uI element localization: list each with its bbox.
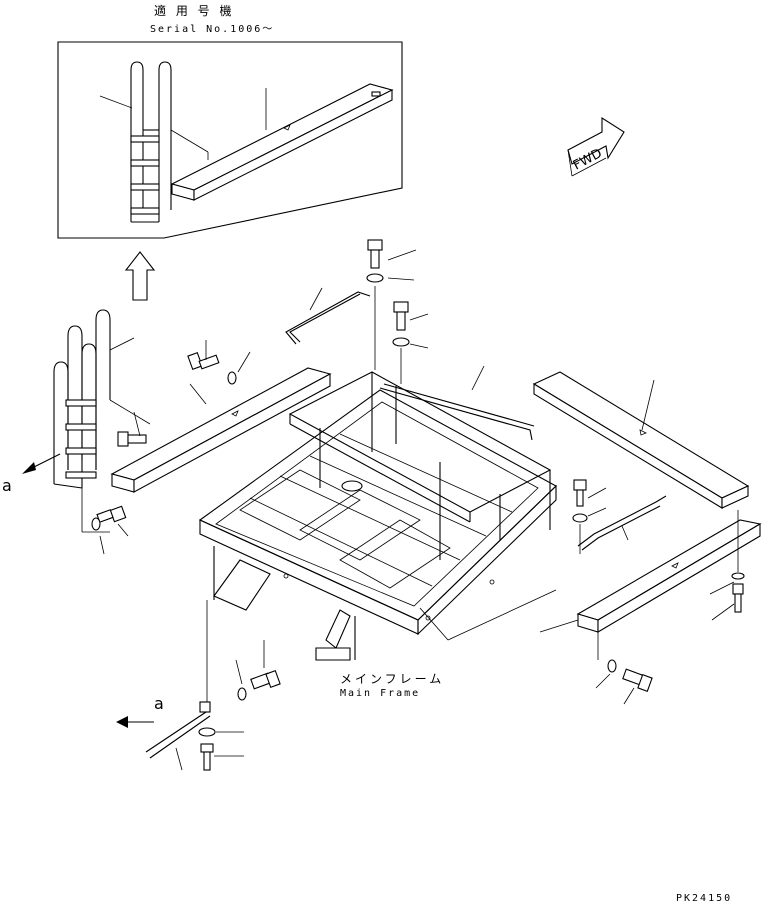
inset-ladder: [130, 61, 209, 223]
ladder: [53, 309, 151, 489]
right-step-beam-upper: [532, 371, 750, 509]
inset-leaders: [99, 88, 267, 130]
main-frame-label-en: Main Frame: [340, 688, 421, 699]
left-step-beam: [110, 367, 332, 493]
main-frame-label-jp: メインフレーム: [340, 672, 445, 686]
bolts: [81, 239, 745, 771]
view-ref-a-left: a: [2, 476, 12, 495]
drawing-code: PK24150: [676, 893, 733, 904]
handrail-rods: [145, 291, 667, 759]
leader-lines: [99, 249, 735, 771]
right-step-beam-lower: [576, 519, 762, 633]
fwd-arrow: [567, 116, 625, 177]
view-arrow-a-bottom: [116, 716, 154, 728]
inset-title-en: Serial No.1006～: [150, 24, 275, 35]
up-arrow: [124, 251, 156, 301]
inset-title-jp: 適 用 号 機: [154, 4, 235, 18]
inset-box: [57, 41, 403, 239]
view-ref-a-bottom: a: [154, 694, 164, 713]
inset-step-beam: [170, 83, 394, 201]
main-frame: [198, 371, 557, 661]
view-arrow-a-left: [22, 453, 61, 474]
